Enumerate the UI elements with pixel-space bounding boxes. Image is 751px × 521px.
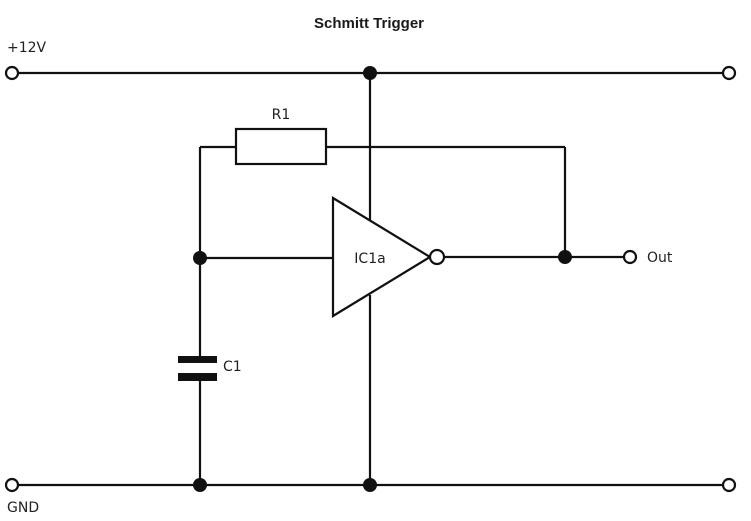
capacitor-c1-plate-bottom <box>178 373 217 381</box>
junction-dot <box>558 250 572 264</box>
ic1a-label: IC1a <box>354 251 385 267</box>
capacitor-c1-plate-top <box>178 356 217 363</box>
c1-label: C1 <box>223 359 242 375</box>
junction-dot <box>363 66 377 80</box>
out-label: Out <box>647 250 673 266</box>
vcc-terminal-right <box>721 65 737 81</box>
gnd-label: GND <box>7 500 39 516</box>
out-terminal <box>622 249 638 265</box>
gnd-terminal-right <box>721 477 737 493</box>
junction-dot <box>363 478 377 492</box>
gnd-terminal-left <box>4 477 20 493</box>
vcc-terminal-left <box>4 65 20 81</box>
junction-dot <box>193 478 207 492</box>
vcc-label: +12V <box>7 40 47 56</box>
inverter-ic1a <box>331 196 433 318</box>
resistor-r1 <box>234 127 328 166</box>
inverter-bubble <box>428 248 446 266</box>
junction-dot <box>193 251 207 265</box>
diagram-title: Schmitt Trigger <box>314 15 424 32</box>
r1-label: R1 <box>272 107 291 123</box>
